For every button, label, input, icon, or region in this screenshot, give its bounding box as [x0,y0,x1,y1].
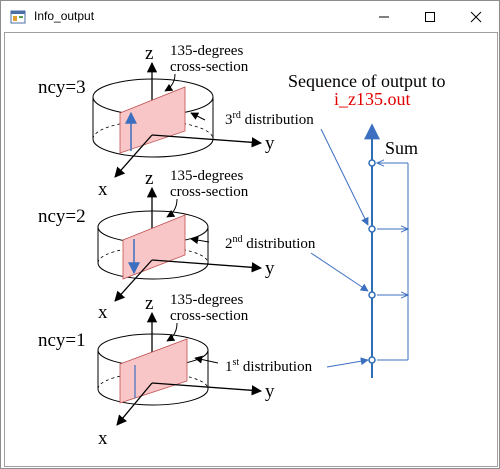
x-label-3: x [98,179,108,200]
window-title: Info_output [34,9,95,23]
z-label-3: z [145,43,153,64]
y-label-2: y [265,258,275,279]
sequence-node-2 [368,225,376,233]
x-label-1: x [98,428,108,449]
y-label-3: y [265,133,275,154]
cross-section-label-1a: 135-degrees [170,292,243,308]
sequence-node-3 [368,291,376,299]
cross-section-label-2b: cross-section [170,184,249,200]
cross-section-label-2a: 135-degrees [170,168,243,184]
cylinder-level-2: z y x 135-degrees cross-section ncy=2 2n… [38,168,316,323]
cylinder-level-3: z y x 135-degrees cross-section ncy=3 3r… [38,43,314,200]
close-icon [470,11,482,22]
cross-section-label-3a: 135-degrees [170,43,243,59]
distribution-label-3: 3rd distribution [225,110,314,128]
sequence-axis [364,123,380,378]
picture-area: z y x 135-degrees cross-section ncy=3 3r… [4,32,498,467]
sequence-node-4 [368,356,376,364]
title-bar[interactable]: Info_output [1,1,499,32]
ncy-label-2: ncy=2 [38,206,86,227]
sum-bracket [377,163,408,361]
cross-section-label-1b: cross-section [170,308,249,324]
z-label-1: z [145,293,153,314]
x-label-2: x [98,302,108,323]
sequence-title: Sequence of output to [288,71,445,91]
arrow-dist-1 [326,357,369,368]
distribution-label-1: 1st distribution [225,357,313,375]
arrow-dist-2 [310,252,369,292]
arrow-dist-3 [320,128,369,226]
y-label-1: y [265,381,275,402]
app-icon [10,10,26,24]
z-label-2: z [145,168,153,189]
minimize-icon [379,16,389,17]
ncy-label-3: ncy=3 [38,77,86,98]
minimize-button[interactable] [361,1,407,32]
maximize-icon [425,11,435,22]
ncy-label-1: ncy=1 [38,330,86,351]
distribution-label-2: 2nd distribution [225,234,316,252]
distribution-arrows [310,128,369,368]
maximize-button[interactable] [407,1,453,32]
cross-section-1 [119,338,188,404]
sequence-file-name: i_z135.out [334,89,411,109]
sum-label: Sum [385,138,418,158]
output-sequence-diagram: z y x 135-degrees cross-section ncy=3 3r… [38,43,445,449]
close-button[interactable] [453,1,499,32]
cylinder-level-1: z y x 135-degrees cross-section ncy=1 1s… [38,292,313,449]
cross-section-2 [122,214,186,280]
cross-section-label-3b: cross-section [170,59,249,75]
sequence-node-1 [368,159,376,167]
